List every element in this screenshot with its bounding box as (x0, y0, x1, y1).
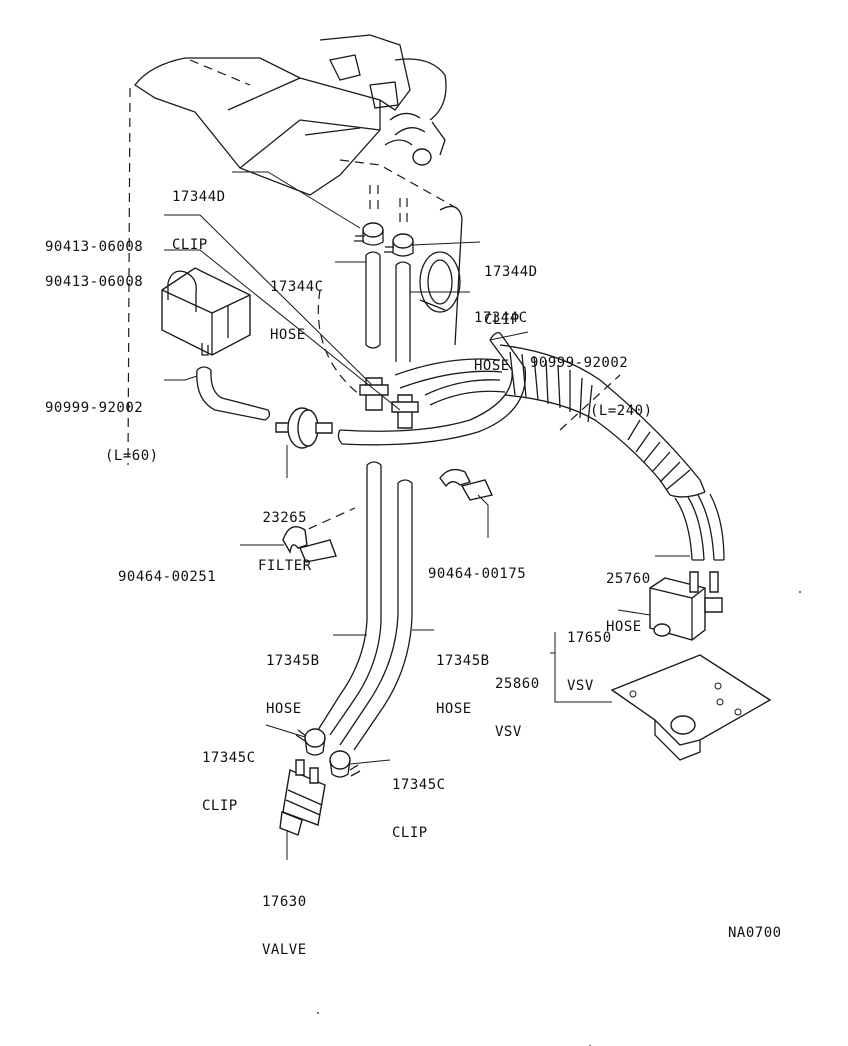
part-length: (L=60) (105, 448, 159, 464)
callout-90464-00175: 90464-00175 (428, 534, 526, 598)
part-name: VALVE (262, 942, 307, 958)
canister-box (161, 267, 251, 356)
part-number: 17344D (172, 189, 226, 205)
hose-90999-92002-short (196, 366, 271, 421)
callout-90999-92002-long: 90999-92002 (L=240) (530, 323, 653, 435)
filter-23265 (275, 407, 333, 449)
clip-90464-00175 (439, 468, 494, 501)
engine-housing (134, 34, 447, 196)
corrugated-harness (499, 344, 706, 498)
hose-90999-92002-long (337, 332, 527, 446)
clip-90464-00251 (282, 526, 337, 563)
hose-17344c-right (395, 261, 411, 362)
callout-17345b-hose-left: 17345B HOSE (266, 621, 320, 733)
part-name: CLIP (172, 237, 208, 253)
part-number: 17345C (202, 750, 256, 766)
part-name: FILTER (258, 558, 312, 574)
part-name: HOSE (606, 619, 642, 635)
clip-17345c-a (295, 728, 326, 756)
part-number: 17344D (484, 264, 538, 280)
part-number: 25860 (495, 676, 540, 692)
callout-17345c-clip-left: 17345C CLIP (202, 718, 256, 830)
hose-17345b-left (317, 461, 382, 736)
hose-25760 (674, 493, 725, 561)
callout-90413-06008-b: 90413-06008 (45, 242, 143, 306)
callout-90999-92002-short: 90999-92002 (L=60) (45, 368, 159, 480)
part-number: 17344C (270, 279, 324, 295)
part-name: CLIP (202, 798, 238, 814)
part-number: 17345B (266, 653, 320, 669)
callout-17345c-clip-right: 17345C CLIP (392, 745, 446, 857)
part-name: HOSE (436, 701, 472, 717)
part-number: 17345B (436, 653, 490, 669)
callout-17344c-hose-right: 17344C HOSE (474, 278, 528, 390)
part-length: (L=240) (590, 403, 653, 419)
part-name: HOSE (270, 327, 306, 343)
vsv-17650 (649, 571, 723, 641)
valve-17630 (279, 759, 326, 836)
part-name: HOSE (266, 701, 302, 717)
throttle-bracket (419, 205, 463, 346)
part-number: 90413-06008 (45, 274, 144, 290)
callout-90413-06008-a: 90413-06008 (45, 207, 143, 271)
callout-17344c-hose-left: 17344C HOSE (270, 247, 324, 359)
part-number: 23265 (262, 510, 308, 526)
callout-23265-filter: 23265 FILTER (258, 478, 312, 590)
callout-17630-valve: 17630 VALVE (262, 862, 307, 974)
vsv-bracket-25860 (610, 654, 772, 761)
clip-17344d-a (354, 222, 384, 246)
t-fitting-b (391, 394, 419, 429)
hose-17344c-left (365, 251, 381, 349)
part-number: 25760 (606, 571, 651, 587)
callout-25860-vsv: 25860 VSV (495, 644, 540, 756)
hose-17345b-right (339, 479, 413, 751)
part-number: 17345C (392, 777, 446, 793)
callout-17345b-hose-right: 17345B HOSE (436, 621, 490, 733)
part-number: 90413-06008 (45, 239, 144, 255)
part-number: 90464-00175 (428, 566, 527, 582)
part-name: CLIP (484, 312, 520, 328)
part-name: HOSE (474, 358, 510, 374)
callout-17344d-clip-right: 17344D CLIP (484, 232, 538, 344)
callout-17650-vsv: 17650 VSV (567, 598, 612, 710)
leader-lines (164, 171, 690, 860)
part-name: VSV (567, 678, 594, 694)
part-number: 17650 (567, 630, 612, 646)
part-name: VSV (495, 724, 522, 740)
part-number: 17344C (474, 310, 528, 326)
callout-17344d-clip-upper: 17344D CLIP (172, 157, 226, 269)
callout-90464-00251: 90464-00251 (118, 537, 216, 601)
diagram-id: NA0700 (728, 925, 782, 941)
clip-17345c-b (329, 750, 361, 778)
part-number: 90999-92002 (45, 400, 144, 416)
callout-25760-hose: 25760 HOSE (606, 539, 651, 651)
t-fitting-a (359, 377, 389, 411)
part-name: CLIP (392, 825, 428, 841)
part-number: 90464-00251 (118, 569, 217, 585)
part-number: 90999-92002 (530, 355, 629, 371)
part-number: 17630 (262, 894, 307, 910)
clip-17344d-b (384, 233, 414, 257)
